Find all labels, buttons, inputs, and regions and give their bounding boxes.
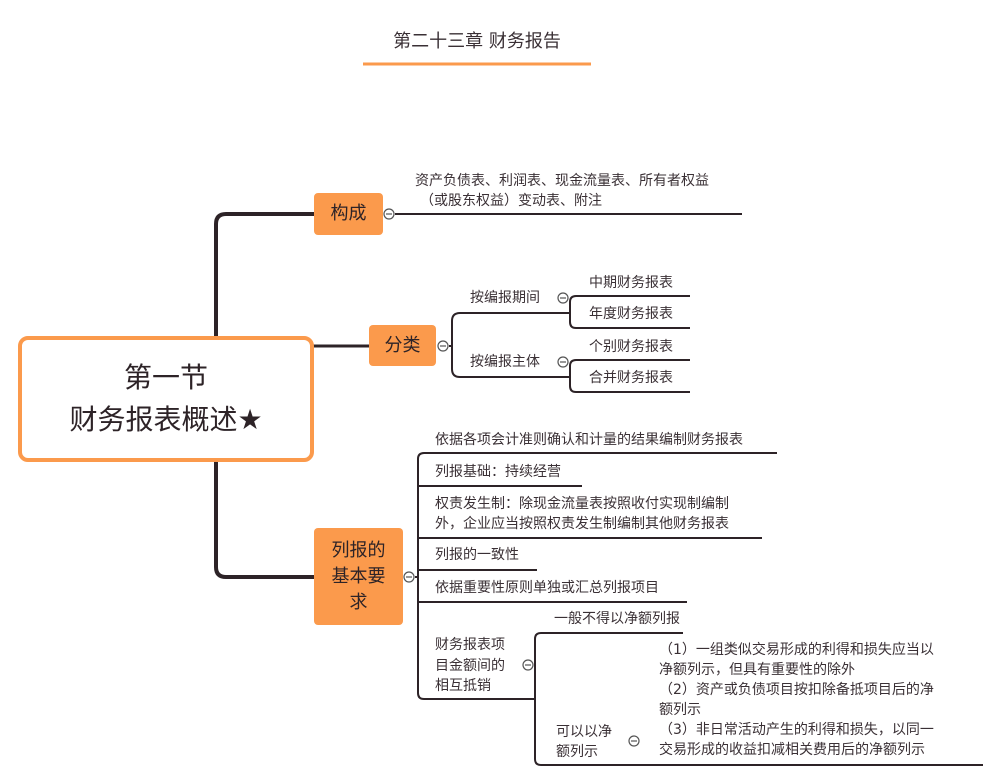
requirements-label-2: 基本要 — [331, 565, 386, 587]
req-item-4[interactable]: 列报的一致性 — [435, 547, 519, 563]
allowed-line-3: （2）资产或负债项目按扣除备抵项目后的净 — [659, 682, 934, 698]
allowed-line-5: （3）非日常活动产生的利得和损失，以同一 — [659, 722, 934, 738]
offset-label-3: 相互抵销 — [435, 678, 491, 694]
node-offset[interactable]: 财务报表项 目金额间的 相互抵销 — [435, 635, 505, 697]
offset-label-1: 财务报表项 — [435, 637, 505, 653]
req-item-1[interactable]: 依据各项会计准则确认和计量的结果编制财务报表 — [435, 432, 743, 448]
root-line-1: 第一节 — [123, 361, 208, 394]
composition-text-1: 资产负债表、利润表、现金流量表、所有者权益 — [415, 173, 709, 189]
node-by-entity[interactable]: 按编报主体 — [470, 354, 540, 370]
offset-allowed-list[interactable]: （1）一组类似交易形成的利得和损失应当以 净额列示，但具有重要性的除外 （2）资… — [659, 640, 934, 760]
req-item-2[interactable]: 列报基础：持续经营 — [435, 464, 561, 480]
req-item-3b[interactable]: 外，企业应当按照权责发生制编制其他财务报表 — [435, 516, 729, 532]
allowed-label-2: 额列示 — [556, 744, 598, 760]
allowed-line-6: 交易形成的收益扣减相关费用后的净额列示 — [659, 742, 925, 758]
root-node[interactable]: 第一节 财务报表概述★ — [18, 336, 314, 462]
requirements-label-1: 列报的 — [331, 539, 386, 561]
node-classification[interactable]: 分类 — [369, 325, 436, 366]
leaf-individual[interactable]: 个别财务报表 — [589, 339, 673, 355]
root-line-2: 财务报表概述★ — [69, 403, 263, 436]
leaf-interim[interactable]: 中期财务报表 — [589, 275, 673, 291]
node-composition[interactable]: 构成 — [314, 193, 383, 235]
leaf-consolidated[interactable]: 合并财务报表 — [589, 370, 673, 386]
node-offset-allowed[interactable]: 可以以净 额列示 — [556, 722, 612, 762]
chapter-title: 第二十三章 财务报告 — [393, 31, 561, 52]
req-item-3a[interactable]: 权责发生制：除现金流量表按照收付实现制编制 — [435, 496, 729, 512]
leaf-annual[interactable]: 年度财务报表 — [589, 306, 673, 322]
allowed-line-4: 额列示 — [659, 702, 701, 718]
allowed-line-1: （1）一组类似交易形成的利得和损失应当以 — [659, 642, 934, 658]
req-item-5[interactable]: 依据重要性原则单独或汇总列报项目 — [435, 580, 659, 596]
composition-text-2: （或股东权益）变动表、附注 — [420, 193, 602, 209]
offset-label-2: 目金额间的 — [435, 657, 505, 674]
node-by-period[interactable]: 按编报期间 — [470, 290, 540, 306]
offset-general[interactable]: 一般不得以净额列报 — [554, 611, 680, 627]
collapse-toggles — [383, 208, 640, 747]
requirements-label-3: 求 — [349, 591, 368, 613]
allowed-line-2: 净额列示，但具有重要性的除外 — [659, 662, 855, 678]
node-requirements[interactable]: 列报的 基本要 求 — [314, 528, 403, 625]
allowed-label-1: 可以以净 — [556, 724, 612, 740]
